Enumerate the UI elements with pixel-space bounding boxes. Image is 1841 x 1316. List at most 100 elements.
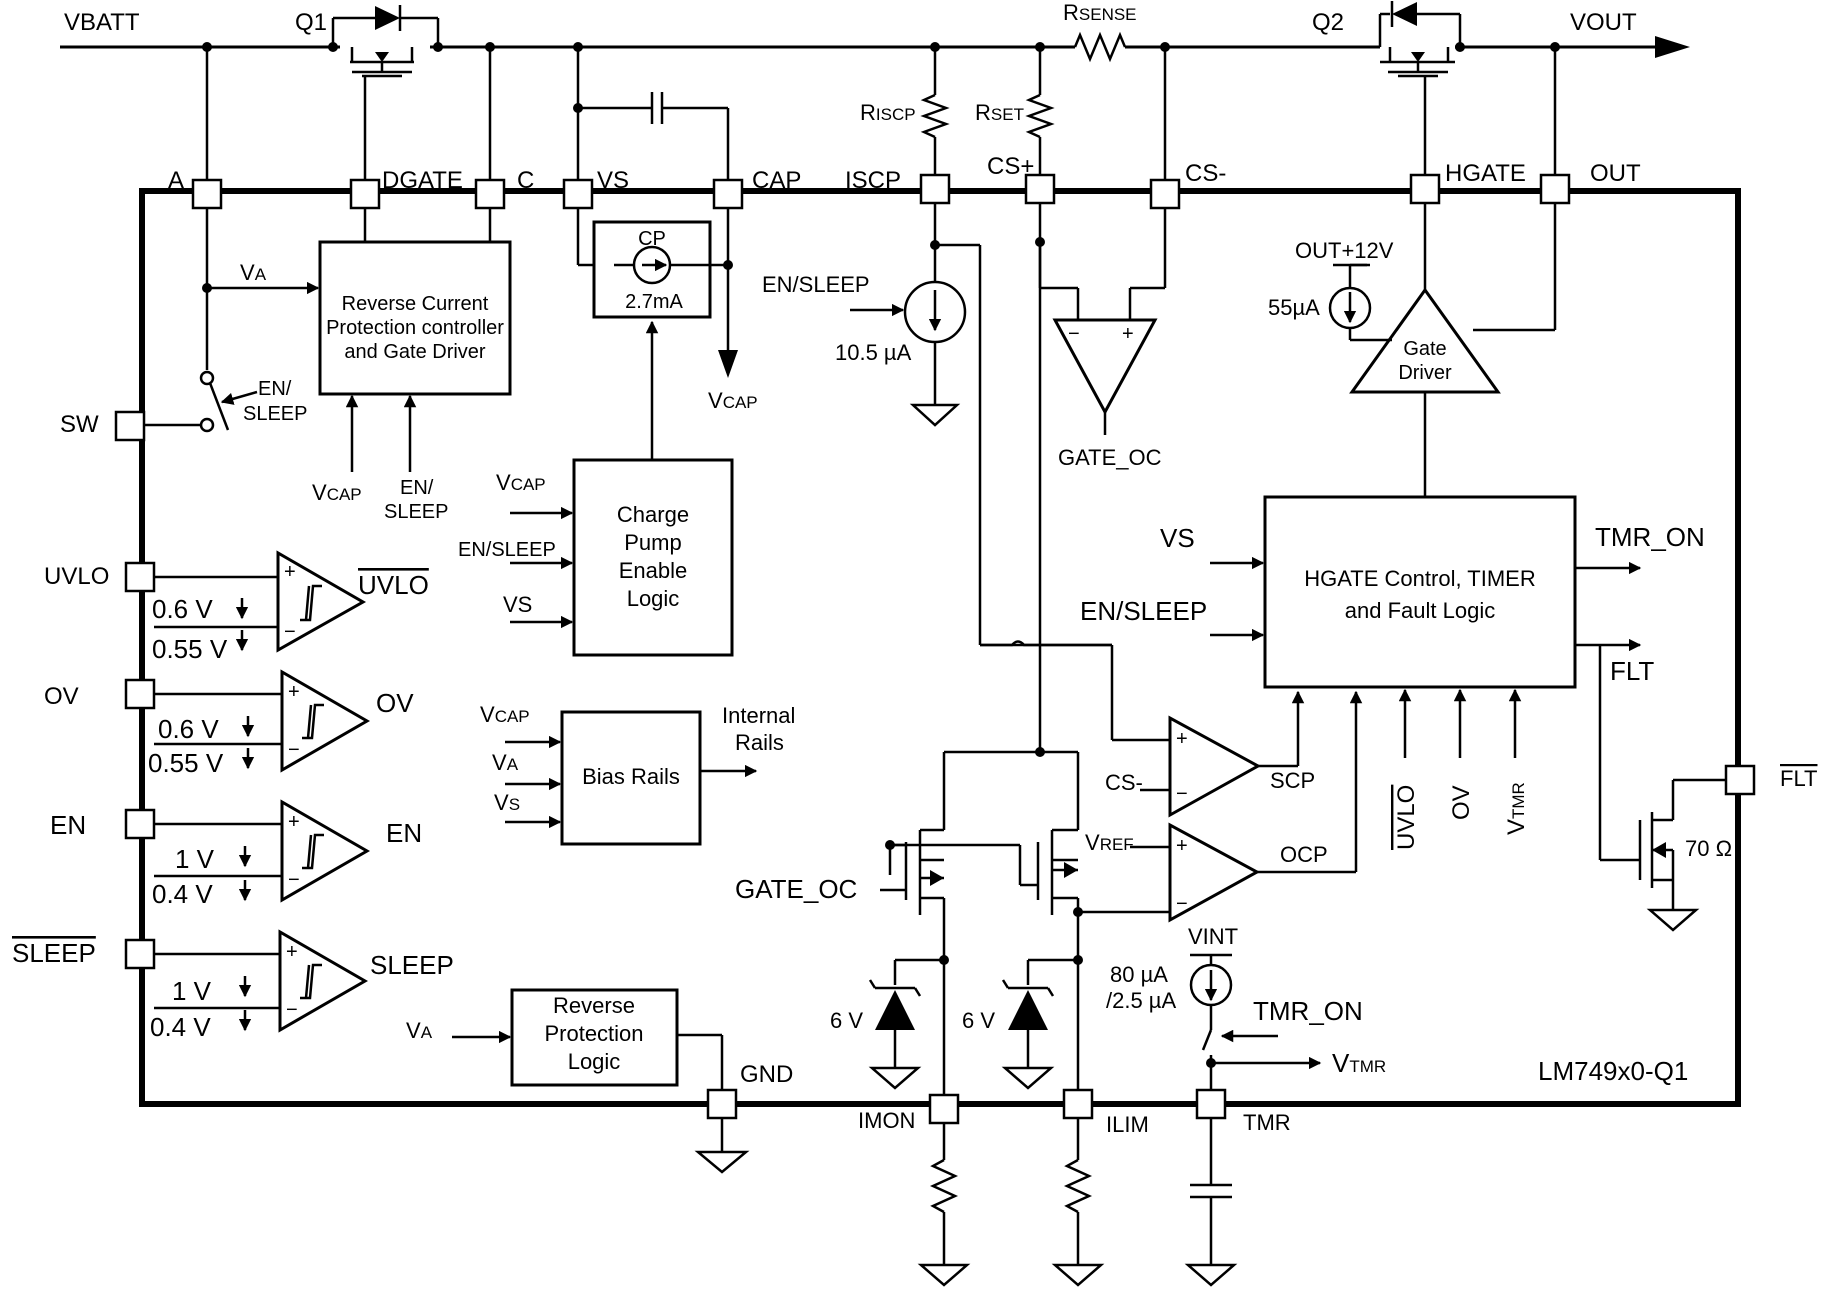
ocp-label: OCP (1280, 842, 1328, 867)
charge-pump-enable-logic (510, 458, 734, 657)
pin-ov-label: OV (44, 683, 79, 710)
hgate-control-block (1210, 495, 1642, 758)
top-pin-wires (205, 47, 1557, 180)
vcap-label-rcp: VCAP (312, 480, 362, 505)
ov-input: OV (1448, 785, 1475, 820)
rsense-resistor (1073, 31, 1127, 63)
top-rail (60, 36, 1690, 58)
en-comparator (124, 799, 371, 903)
vs-label-cpel: VS (503, 592, 532, 617)
pin-imon (928, 1093, 960, 1125)
iscp-ensleep: EN/SLEEP (762, 272, 870, 297)
pin-en-label: EN (50, 810, 86, 840)
en-low-thresh: 0.4 V (152, 879, 213, 909)
cpel-line2: Pump (624, 530, 681, 555)
pin-tmr (1195, 1088, 1227, 1120)
riscp-label: RISCP (860, 100, 916, 125)
ilim-resistor (1051, 1118, 1105, 1287)
reverse-protection-logic (452, 988, 750, 1174)
ov-high-thresh: 0.6 V (158, 714, 219, 744)
tmron-output: TMR_ON (1595, 522, 1705, 552)
pin-sw-label: SW (60, 411, 99, 438)
bias-rails (505, 710, 758, 846)
tmr-current1: 80 µA (1110, 962, 1168, 987)
cp-current: 2.7mA (625, 291, 683, 313)
vtmr-input: VTMR (1503, 782, 1530, 835)
uvlo-out: UVLO (358, 570, 429, 600)
scp-label: SCP (1270, 768, 1315, 793)
vint-label: VINT (1188, 924, 1238, 949)
vs-label-bias: VS (494, 790, 520, 815)
timer-source (1189, 953, 1322, 1090)
scp-plus: + (1176, 728, 1188, 750)
pin-ilim (1062, 1088, 1094, 1120)
cpel-line4: Logic (627, 586, 680, 611)
rpl-line2: Protection (544, 1021, 643, 1046)
vcap-label-bias: VCAP (480, 702, 530, 727)
q1-label: Q1 (295, 9, 327, 36)
rpl-line1: Reverse (553, 993, 635, 1018)
sleep-high-thresh: 1 V (172, 976, 212, 1006)
hgate-line2: and Fault Logic (1345, 598, 1495, 623)
sleep-label-rcp: SLEEP (384, 501, 448, 523)
gateoc-out-label: GATE_OC (1058, 445, 1162, 470)
pin-c (474, 178, 506, 210)
hgate-line1: HGATE Control, TIMER (1304, 566, 1535, 591)
ocp-plus: + (1176, 835, 1188, 857)
vtmr-label: VTMR (1332, 1048, 1386, 1078)
pin-gnd (706, 1088, 738, 1120)
zener-right-label: 6 V (962, 1008, 995, 1033)
tmr-current2: /2.5 µA (1106, 988, 1176, 1013)
uvlo-minus: − (284, 621, 296, 643)
rsense-label: RSENSE (1063, 0, 1137, 25)
en-minus: − (288, 869, 300, 891)
pin-sleep-label: SLEEP (12, 938, 96, 968)
sleep-comparator (124, 929, 369, 1033)
ocp-comparator (1130, 690, 1363, 923)
pin-cap-label: CAP (752, 167, 801, 194)
pin-flt (1724, 764, 1756, 796)
rcp-line3: and Gate Driver (344, 341, 486, 363)
vref-label: VREF (1085, 830, 1134, 855)
pin-vs-label: VS (597, 167, 629, 194)
hgate-vs-input: VS (1160, 523, 1195, 553)
pin-iscp-label: ISCP (845, 167, 901, 194)
ov-low-thresh: 0.55 V (148, 748, 224, 778)
ov-comparator (124, 669, 371, 773)
gate-oc-comparator (1035, 203, 1167, 435)
pin-sw (114, 410, 146, 442)
reverse-current-controller (318, 208, 512, 472)
zener-left-label: 6 V (830, 1008, 863, 1033)
rcp-line2: Protection controller (326, 317, 504, 339)
timer-tmron-label: TMR_ON (1253, 996, 1363, 1026)
scp-minus: − (1176, 783, 1188, 805)
sleep-plus: + (286, 941, 298, 963)
pin-gnd-label: GND (740, 1061, 793, 1088)
gateoc-plus: + (1122, 323, 1134, 345)
ocp-minus: − (1176, 893, 1188, 915)
ov-minus: − (288, 739, 300, 761)
pin-vs (562, 178, 594, 210)
va-label-rpl: VA (406, 1018, 433, 1043)
mirror-gateoc-label: GATE_OC (735, 874, 857, 904)
va-label-bias: VA (492, 750, 519, 775)
ov-plus: + (288, 681, 300, 703)
cpel-line1: Charge (617, 502, 689, 527)
sw-sleep-label: SLEEP (243, 403, 307, 425)
uvlo-input: UVLO (1393, 785, 1420, 850)
vcap-label-cp: VCAP (708, 388, 758, 413)
q2-label: Q2 (1312, 9, 1344, 36)
q1-mosfet (331, 5, 440, 100)
gateoc-minus: − (1068, 323, 1080, 345)
gate-driver (1328, 203, 1557, 497)
ensleep-label-cpel: EN/SLEEP (458, 539, 556, 561)
sleep-out: SLEEP (370, 950, 454, 980)
pin-cap (712, 178, 744, 210)
en-plus: + (288, 811, 300, 833)
pin-tmr-label: TMR (1243, 1110, 1291, 1135)
driver-label: Driver (1398, 362, 1452, 384)
vbatt-label: VBATT (64, 9, 140, 36)
charge-pump (576, 208, 738, 460)
pin-hgate (1409, 173, 1441, 205)
